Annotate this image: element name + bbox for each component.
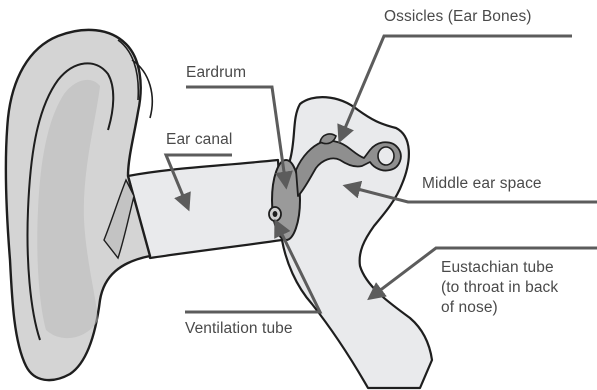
ventilation-tube-shape (269, 207, 281, 221)
label-ventilation-tube: Ventilation tube (185, 320, 293, 338)
middle-ear-space-shape (282, 97, 432, 388)
label-eustachian-line-3: of nose) (441, 298, 558, 318)
label-eustachian-tube: Eustachian tube (to throat in back of no… (441, 258, 558, 318)
ear-canal-shape (128, 160, 282, 258)
label-eustachian-line-2: (to throat in back (441, 278, 558, 298)
label-ear-canal: Ear canal (166, 131, 232, 149)
label-eardrum: Eardrum (186, 64, 246, 82)
label-ossicles: Ossicles (Ear Bones) (384, 8, 532, 26)
label-middle-ear-space: Middle ear space (422, 175, 542, 193)
label-eustachian-line-1: Eustachian tube (441, 258, 558, 278)
